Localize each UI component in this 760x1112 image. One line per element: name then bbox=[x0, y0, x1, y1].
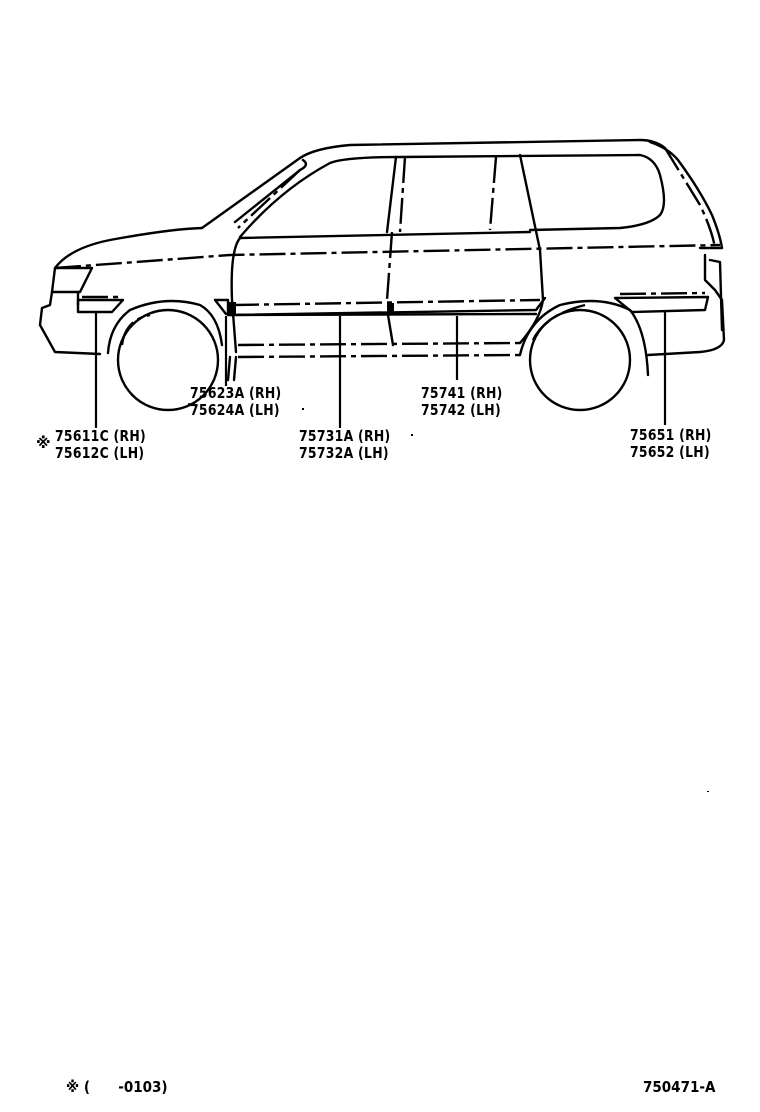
part-number-lh: 75624A (LH) bbox=[190, 401, 280, 419]
part-number-lh: 75732A (LH) bbox=[299, 444, 389, 462]
part-number-rh: 75651 (RH) bbox=[630, 426, 712, 444]
part-number-rh: 75731A (RH) bbox=[299, 427, 391, 445]
revision-note-mark: ※ bbox=[36, 434, 51, 452]
callout-front-bumper-moulding[interactable]: 75611C (RH) 75612C (LH) bbox=[55, 428, 146, 462]
footnote-range: ( -0103) bbox=[83, 1078, 168, 1096]
callout-front-door-moulding[interactable]: 75731A (RH) 75732A (LH) bbox=[299, 428, 390, 462]
part-number-lh: 75652 (LH) bbox=[630, 443, 710, 461]
callout-front-fender-moulding[interactable]: 75623A (RH) 75624A (LH) bbox=[190, 385, 281, 419]
part-number-lh: 75612C (LH) bbox=[55, 444, 145, 462]
illustration-code: 750471-A bbox=[643, 1078, 716, 1096]
callout-quarter-panel-moulding[interactable]: 75651 (RH) 75652 (LH) bbox=[630, 427, 712, 461]
part-number-lh: 75742 (LH) bbox=[421, 401, 501, 419]
part-number-rh: 75611C (RH) bbox=[55, 427, 146, 445]
callout-rear-door-moulding[interactable]: 75741 (RH) 75742 (LH) bbox=[421, 385, 503, 419]
part-number-rh: 75623A (RH) bbox=[190, 384, 282, 402]
footnote-mark: ※ bbox=[66, 1078, 80, 1096]
part-number-rh: 75741 (RH) bbox=[421, 384, 503, 402]
footnote: ※ ( -0103) bbox=[66, 1078, 168, 1096]
